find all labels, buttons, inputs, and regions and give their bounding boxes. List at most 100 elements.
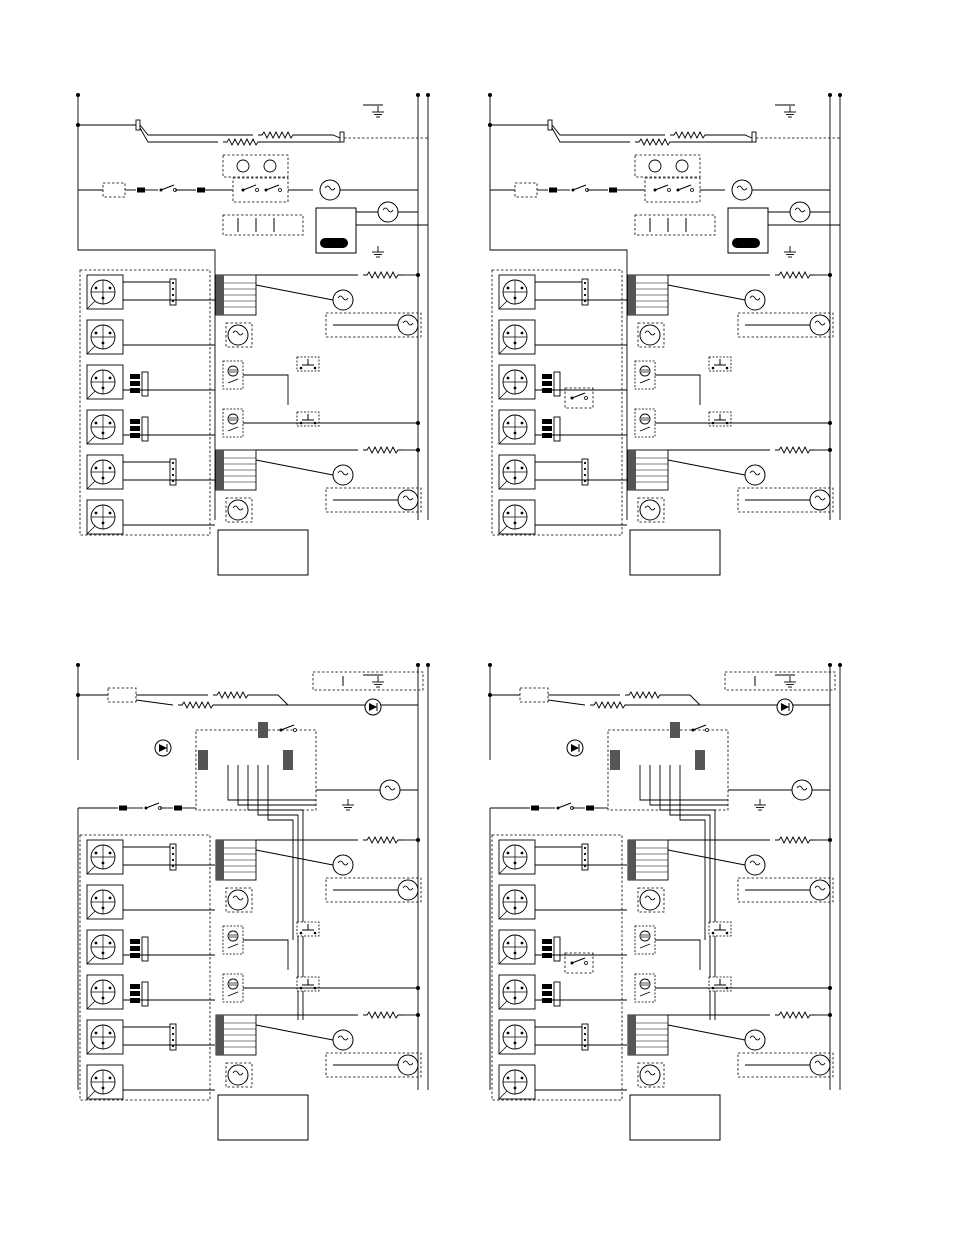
fuse: [197, 188, 205, 193]
relay-box: [565, 388, 593, 408]
rotisserie-motor: [398, 490, 418, 510]
rotisserie-motor: [810, 1055, 830, 1075]
oven-thermostat: [223, 974, 243, 1002]
surface-burner: [499, 930, 535, 964]
convection-motor: [333, 1030, 353, 1050]
wire: [243, 375, 288, 405]
relay-switch: [242, 185, 259, 192]
infinite-switch-coil: [130, 937, 148, 961]
wire: [253, 695, 288, 705]
legend-box: [630, 1095, 720, 1140]
terminal-strip: [170, 844, 176, 870]
surface-burner: [87, 885, 123, 919]
wire: [710, 135, 752, 138]
terminal-strip: [170, 279, 176, 305]
relay-coil: [198, 750, 208, 770]
broil-element: [363, 1012, 403, 1018]
relay-coil: [695, 750, 705, 770]
wire: [668, 850, 745, 865]
infinite-switch-coil: [542, 417, 560, 441]
heating-element: [625, 692, 665, 698]
oven-thermostat: [635, 409, 655, 437]
cooling-fan-motor: [640, 890, 660, 910]
door-switch-button: [297, 357, 319, 371]
junction-dot: [76, 663, 80, 667]
surface-burner: [499, 500, 535, 534]
relay-switch: [677, 185, 694, 192]
ground-symbol: [342, 799, 354, 810]
infinite-switch-coil: [130, 417, 148, 441]
connector-plug: [732, 238, 760, 248]
wire: [268, 765, 293, 940]
wire: [298, 135, 340, 138]
convection-motor: [333, 290, 353, 310]
fuse-holder: [103, 183, 125, 197]
junction-dot: [828, 273, 832, 277]
oven-control-block: [216, 450, 256, 490]
fuse: [549, 188, 557, 193]
legend-box: [218, 530, 308, 575]
cooling-fan-motor: [640, 1065, 660, 1085]
surface-burner: [499, 275, 535, 309]
junction-dot: [838, 663, 842, 667]
infinite-switch-coil: [542, 372, 560, 396]
terminal-strip: [582, 844, 588, 870]
oven-control-block: [216, 1015, 256, 1055]
cooling-fan-motor: [640, 325, 660, 345]
relay-coil: [670, 722, 680, 738]
indicator-lamp: [777, 699, 793, 715]
capacitor-group: [223, 215, 303, 235]
ground-symbol: [784, 246, 796, 257]
wire: [660, 765, 715, 1020]
relay-coil: [258, 722, 268, 738]
ground-symbol: [372, 676, 384, 687]
convection-motor: [333, 855, 353, 875]
infinite-switch-coil: [542, 937, 560, 961]
ground-symbol: [372, 106, 384, 117]
surface-burner: [87, 455, 123, 489]
fuse: [531, 806, 539, 811]
wire: [680, 765, 705, 940]
fuse: [119, 806, 127, 811]
junction-dot: [828, 986, 832, 990]
infinite-switch-coil: [130, 982, 148, 1006]
junction-dot: [416, 273, 420, 277]
wire: [548, 700, 585, 705]
junction-dot: [416, 838, 420, 842]
oven-control-block: [628, 1015, 668, 1055]
door-switch-button: [297, 412, 319, 426]
junction-dot: [416, 421, 420, 425]
heating-element: [590, 702, 630, 708]
fuse: [174, 806, 182, 811]
surface-burner: [499, 1020, 535, 1054]
heating-element: [213, 692, 253, 698]
blower-motor: [792, 780, 812, 800]
wire: [655, 375, 700, 405]
door-switch-button: [709, 357, 731, 371]
fuse: [586, 806, 594, 811]
broil-element: [363, 447, 403, 453]
wire: [258, 765, 298, 1020]
lamp-socket: [548, 120, 552, 130]
legend-box: [218, 1095, 308, 1140]
bake-element: [775, 837, 815, 843]
wire: [668, 460, 745, 475]
junction-dot: [828, 421, 832, 425]
rotisserie-motor: [398, 880, 418, 900]
wire: [640, 765, 728, 800]
junction-dot: [488, 663, 492, 667]
surface-burner: [87, 930, 123, 964]
ground-symbol: [784, 106, 796, 117]
surface-burner: [499, 410, 535, 444]
wire: [668, 285, 745, 300]
rotisserie-motor: [810, 490, 830, 510]
wire: [665, 695, 700, 705]
wire: [256, 460, 333, 475]
oven-thermostat: [223, 926, 243, 954]
wire: [238, 765, 316, 805]
relay-switch: [571, 958, 588, 965]
infinite-switch-coil: [542, 982, 560, 1006]
surface-burner: [499, 885, 535, 919]
surface-burner: [87, 365, 123, 399]
oven-control-block: [216, 840, 256, 880]
